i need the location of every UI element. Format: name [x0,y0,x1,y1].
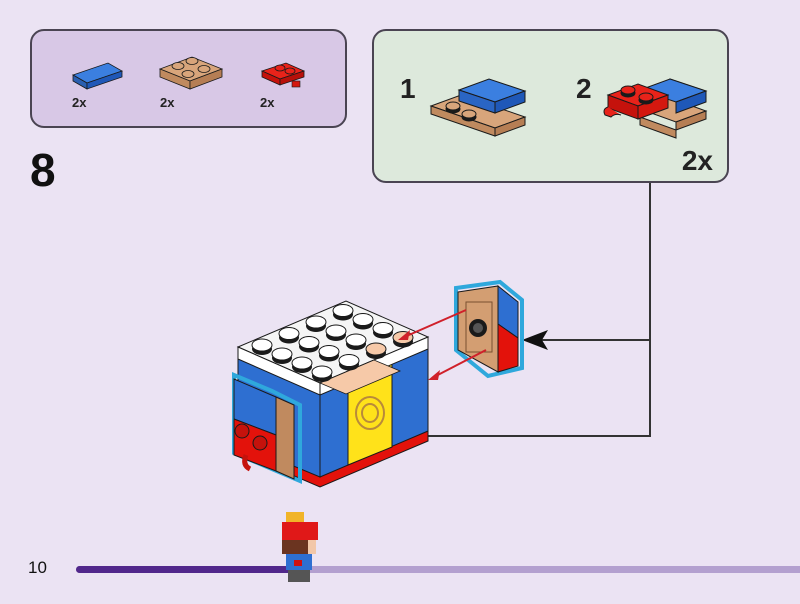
stud [352,313,374,326]
stud [291,356,313,370]
sub-assembly-quantity: 2x [681,145,713,176]
progress-bar-fill [76,566,303,573]
stud [311,365,333,379]
red-arrow-head-icon [398,330,410,340]
stud [325,324,347,338]
step-number: 8 [30,144,56,196]
part-quantity: 2x [160,95,175,110]
progress-bar [76,566,800,573]
part-red-clip-plate-icon [260,62,306,88]
sub-step-2-illustration [603,78,708,139]
stud [251,338,273,352]
stud [305,315,327,329]
sub-assembly-panel: 1 2 2x [372,29,729,183]
arrow-head-icon [522,330,548,350]
minifigure-progress-marker-icon [282,512,318,582]
page-number: 10 [28,558,47,577]
sub-step-1-illustration [429,78,527,137]
stud [298,336,320,349]
connector-line [318,183,651,437]
stud [271,347,293,361]
red-arrow-head-icon [428,370,440,380]
main-model-illustration [232,300,430,488]
part-quantity: 2x [72,95,87,110]
stud [365,342,387,356]
stud [338,354,360,367]
part-quantity: 2x [260,95,275,110]
incoming-piece-illustration [454,279,524,379]
stud [345,333,367,347]
part-blue-tile-icon [72,62,123,90]
sub-step-label: 2 [576,73,592,104]
stud [278,327,300,340]
red-arrow-line [431,349,487,379]
red-arrow-line [401,309,467,339]
stud [332,304,354,317]
part-tan-plate-icon [158,56,224,90]
stud [318,345,340,358]
sub-step-label: 1 [400,73,416,104]
parts-list-panel: 2x 2x 2x [30,29,347,128]
stud [372,322,394,335]
